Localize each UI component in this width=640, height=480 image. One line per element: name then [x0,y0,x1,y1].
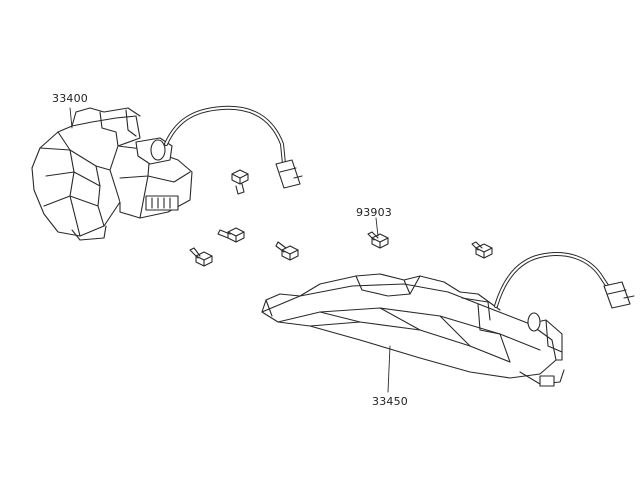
label-33400: 33400 [52,92,88,105]
leader-33450 [387,345,391,393]
screw-1 [231,169,249,195]
screw-2 [217,227,245,243]
turn-signal-upper-33400 [31,105,303,241]
leader-93903 [375,217,379,237]
screw-3 [189,247,213,267]
screw-4 [275,241,299,261]
label-93903: 93903 [356,206,392,219]
screw-5 [471,241,493,259]
leader-33400 [69,107,73,129]
screw-93903 [367,231,389,249]
label-33450: 33450 [372,395,408,408]
turn-signal-lower-33450 [261,252,635,387]
